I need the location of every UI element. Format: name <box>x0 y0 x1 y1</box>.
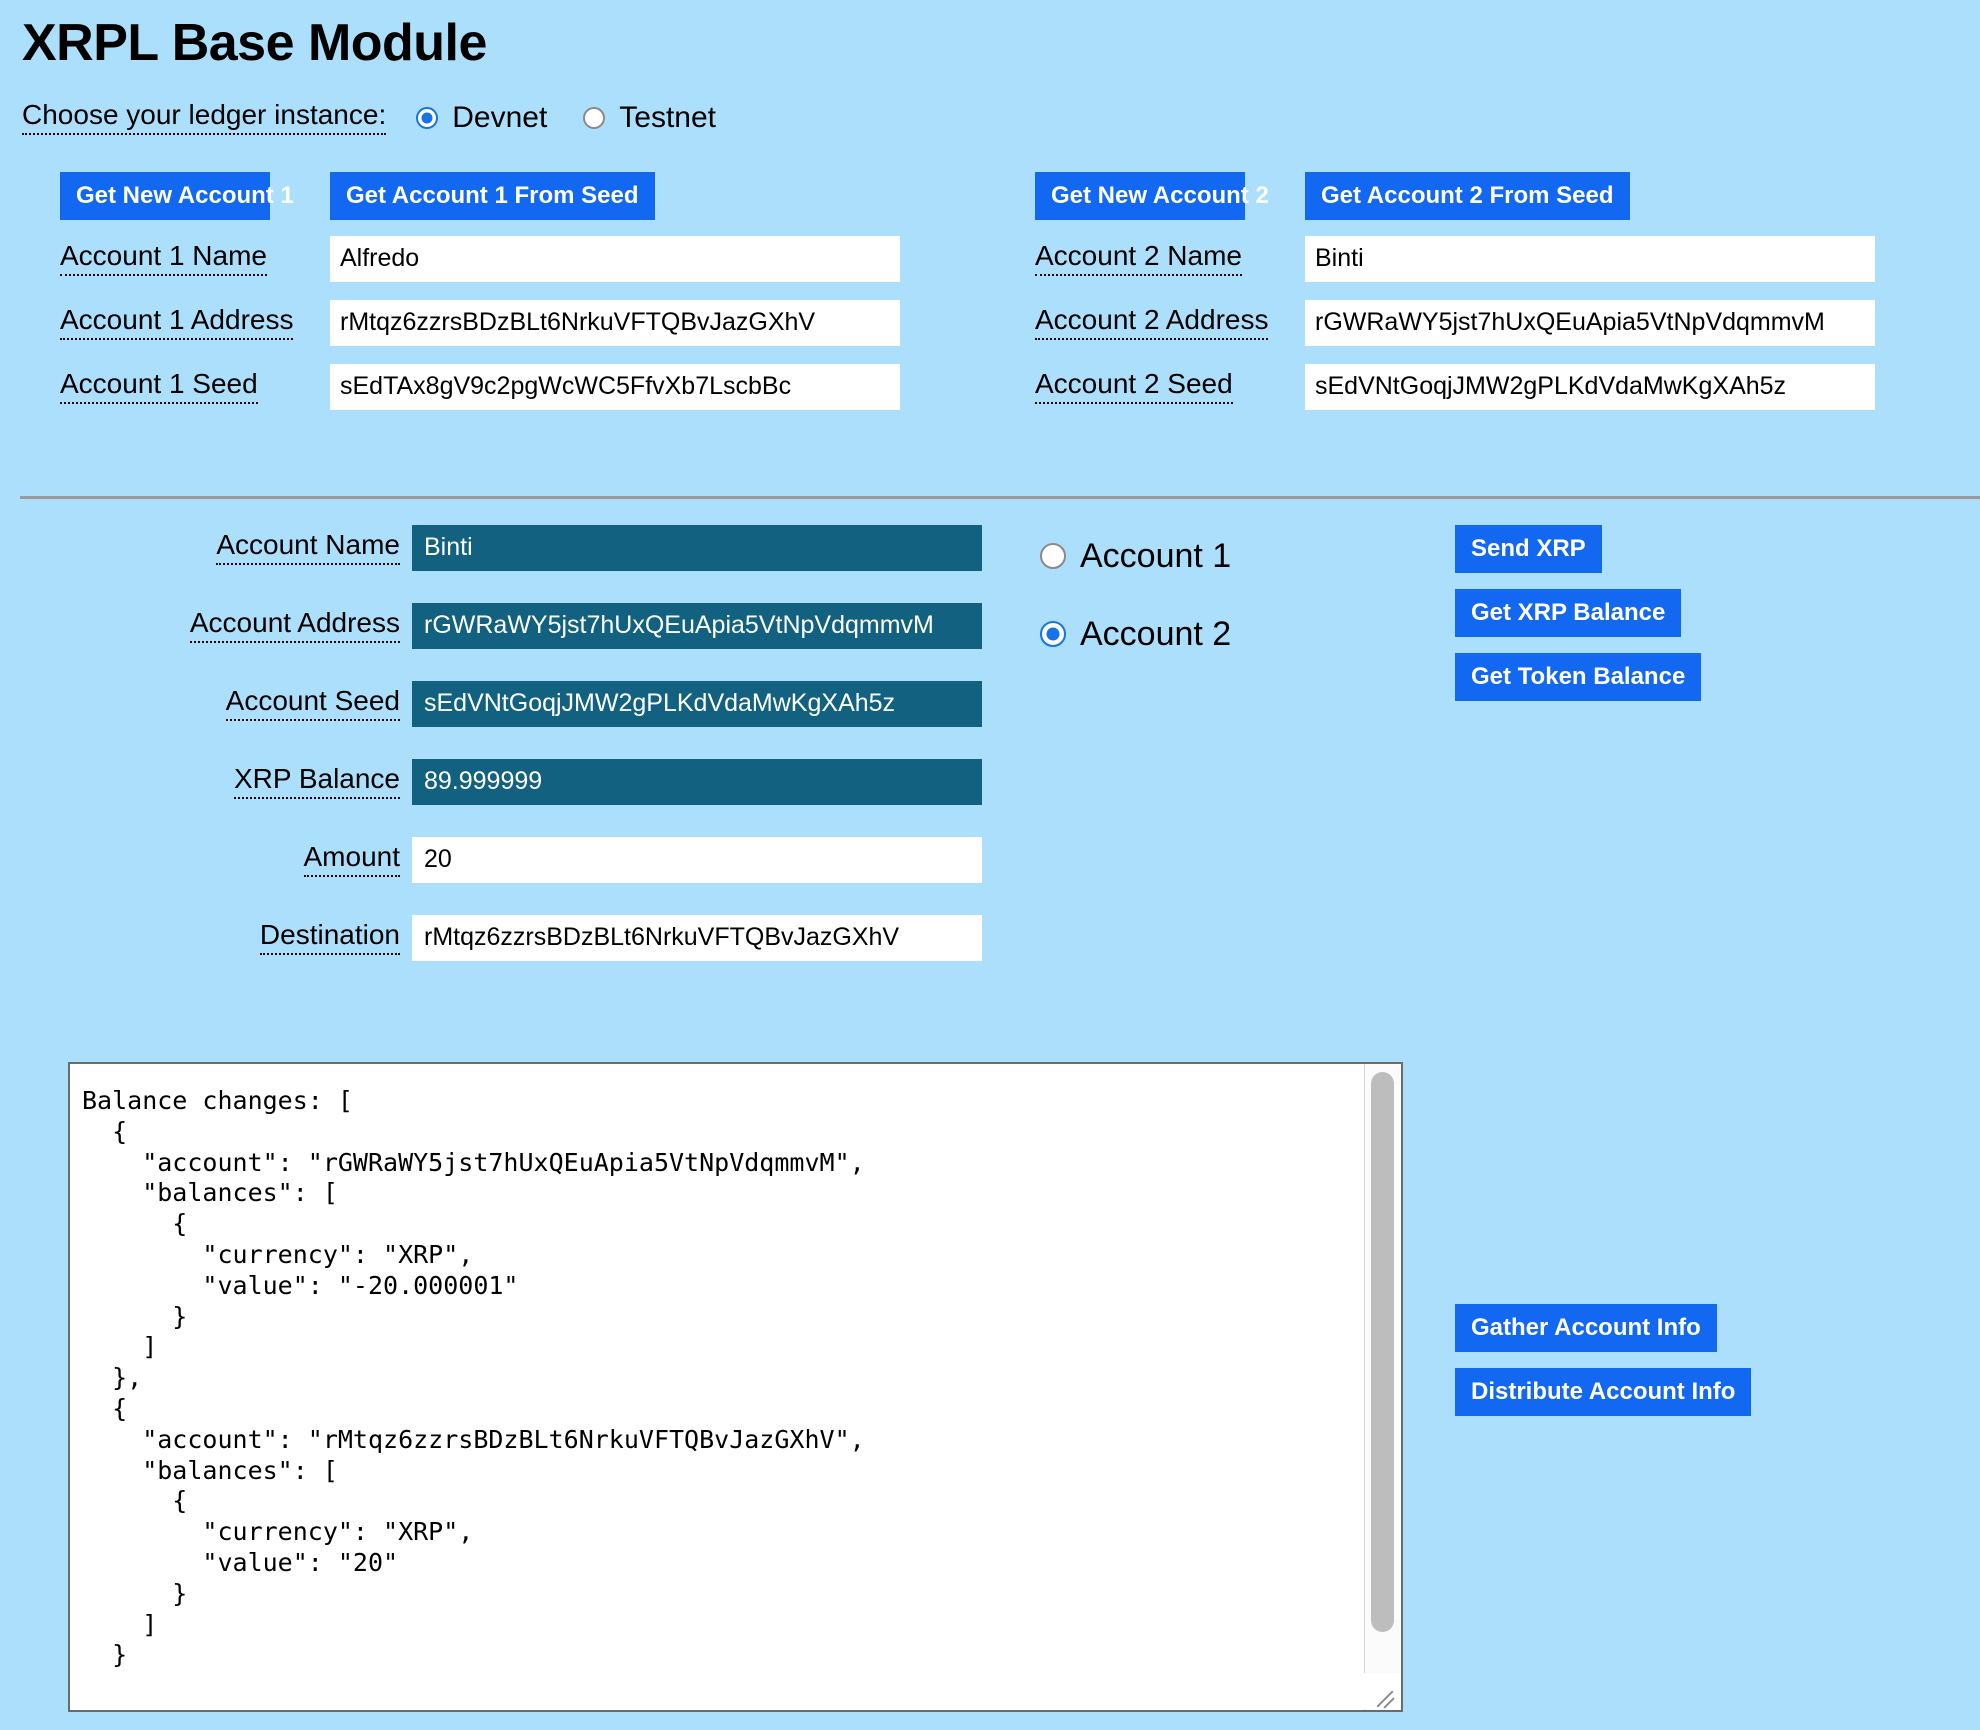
account-selector-group: Account 1 Account 2 <box>1040 533 1231 689</box>
get-account-1-from-seed-button[interactable]: Get Account 1 From Seed <box>330 171 655 220</box>
ledger-options: Devnet Testnet <box>416 100 752 134</box>
radio-account-2-indicator[interactable] <box>1040 620 1066 647</box>
active-account-address-label: Account Address <box>0 608 412 644</box>
active-account-name-label: Account Name <box>0 530 412 566</box>
account-1-address-row: Account 1 Address <box>60 299 900 346</box>
resize-handle-icon[interactable] <box>1364 1673 1400 1709</box>
account-info-actions-group: Gather Account Info Distribute Account I… <box>1455 1304 1752 1432</box>
account-2-seed-label: Account 2 Seed <box>1035 369 1305 405</box>
ledger-instance-label: Choose your ledger instance: <box>22 100 387 136</box>
amount-label: Amount <box>0 842 412 878</box>
radio-option-devnet[interactable]: Devnet <box>416 100 548 134</box>
output-scrollbar[interactable] <box>1364 1064 1401 1710</box>
radio-account-1-indicator[interactable] <box>1040 542 1066 569</box>
gather-account-info-button[interactable]: Gather Account Info <box>1455 1304 1717 1352</box>
account-1-seed-label: Account 1 Seed <box>60 369 330 405</box>
account-2-button-row: Get New Account 2 Get Account 2 From See… <box>1035 171 1875 220</box>
xrp-balance-row: XRP Balance <box>0 758 1980 805</box>
ledger-chooser-row: Choose your ledger instance: Devnet Test… <box>22 98 1980 138</box>
active-account-seed-input[interactable] <box>412 680 982 727</box>
xrp-balance-input[interactable] <box>412 758 982 805</box>
account-2-address-label: Account 2 Address <box>1035 305 1305 341</box>
radio-option-account-1[interactable]: Account 1 <box>1040 533 1231 579</box>
amount-input[interactable] <box>412 836 982 883</box>
account-1-address-input[interactable] <box>330 299 900 346</box>
destination-input[interactable] <box>412 914 982 961</box>
amount-row: Amount <box>0 836 1980 883</box>
output-textarea[interactable]: Balance changes: [ { "account": "rGWRaWY… <box>68 1062 1403 1712</box>
xrp-actions-group: Send XRP Get XRP Balance Get Token Balan… <box>1455 524 1702 717</box>
radio-testnet-indicator[interactable] <box>583 106 606 129</box>
account-2-column: Get New Account 2 Get Account 2 From See… <box>1035 171 1875 410</box>
account-1-address-label: Account 1 Address <box>60 305 330 341</box>
output-scrollbar-thumb[interactable] <box>1371 1072 1394 1632</box>
accounts-section: Get New Account 1 Get Account 1 From See… <box>0 171 1980 472</box>
page-title: XRPL Base Module <box>22 14 487 72</box>
radio-testnet-label: Testnet <box>619 100 717 134</box>
account-2-name-input[interactable] <box>1305 235 1875 282</box>
section-divider <box>20 495 1980 499</box>
destination-label: Destination <box>0 920 412 956</box>
account-1-name-input[interactable] <box>330 235 900 282</box>
radio-option-testnet[interactable]: Testnet <box>583 100 717 134</box>
destination-row: Destination <box>0 914 1980 961</box>
get-xrp-balance-button[interactable]: Get XRP Balance <box>1455 588 1682 637</box>
account-2-name-row: Account 2 Name <box>1035 235 1875 282</box>
account-2-seed-row: Account 2 Seed <box>1035 363 1875 410</box>
get-new-account-2-button[interactable]: Get New Account 2 <box>1035 171 1269 220</box>
account-1-seed-input[interactable] <box>330 363 900 410</box>
account-1-column: Get New Account 1 Get Account 1 From See… <box>60 171 900 410</box>
radio-option-account-2[interactable]: Account 2 <box>1040 611 1231 657</box>
radio-account-2-label: Account 2 <box>1080 614 1232 653</box>
output-text-content: Balance changes: [ { "account": "rGWRaWY… <box>82 1086 865 1670</box>
account-2-name-label: Account 2 Name <box>1035 241 1305 277</box>
send-xrp-button[interactable]: Send XRP <box>1455 524 1602 573</box>
radio-devnet-label: Devnet <box>452 100 548 134</box>
distribute-account-info-button[interactable]: Distribute Account Info <box>1455 1368 1752 1416</box>
account-2-seed-input[interactable] <box>1305 363 1875 410</box>
app-root: XRPL Base Module Choose your ledger inst… <box>0 14 1980 1730</box>
radio-account-1-label: Account 1 <box>1080 536 1232 575</box>
active-account-seed-label: Account Seed <box>0 686 412 722</box>
active-account-address-row: Account Address <box>0 602 1980 649</box>
active-account-address-input[interactable] <box>412 602 982 649</box>
account-2-address-row: Account 2 Address <box>1035 299 1875 346</box>
account-1-name-row: Account 1 Name <box>60 235 900 282</box>
active-account-name-row: Account Name <box>0 524 1980 571</box>
get-token-balance-button[interactable]: Get Token Balance <box>1455 652 1702 701</box>
active-account-section: Account Name Account Address Account See… <box>0 524 1980 965</box>
radio-devnet-indicator[interactable] <box>416 106 439 129</box>
account-1-seed-row: Account 1 Seed <box>60 363 900 410</box>
active-account-seed-row: Account Seed <box>0 680 1980 727</box>
active-account-name-input[interactable] <box>412 524 982 571</box>
get-new-account-1-button[interactable]: Get New Account 1 <box>60 171 294 220</box>
get-account-2-from-seed-button[interactable]: Get Account 2 From Seed <box>1305 171 1630 220</box>
xrp-balance-label: XRP Balance <box>0 764 412 800</box>
account-1-button-row: Get New Account 1 Get Account 1 From See… <box>60 171 900 220</box>
account-1-name-label: Account 1 Name <box>60 241 330 277</box>
account-2-address-input[interactable] <box>1305 299 1875 346</box>
